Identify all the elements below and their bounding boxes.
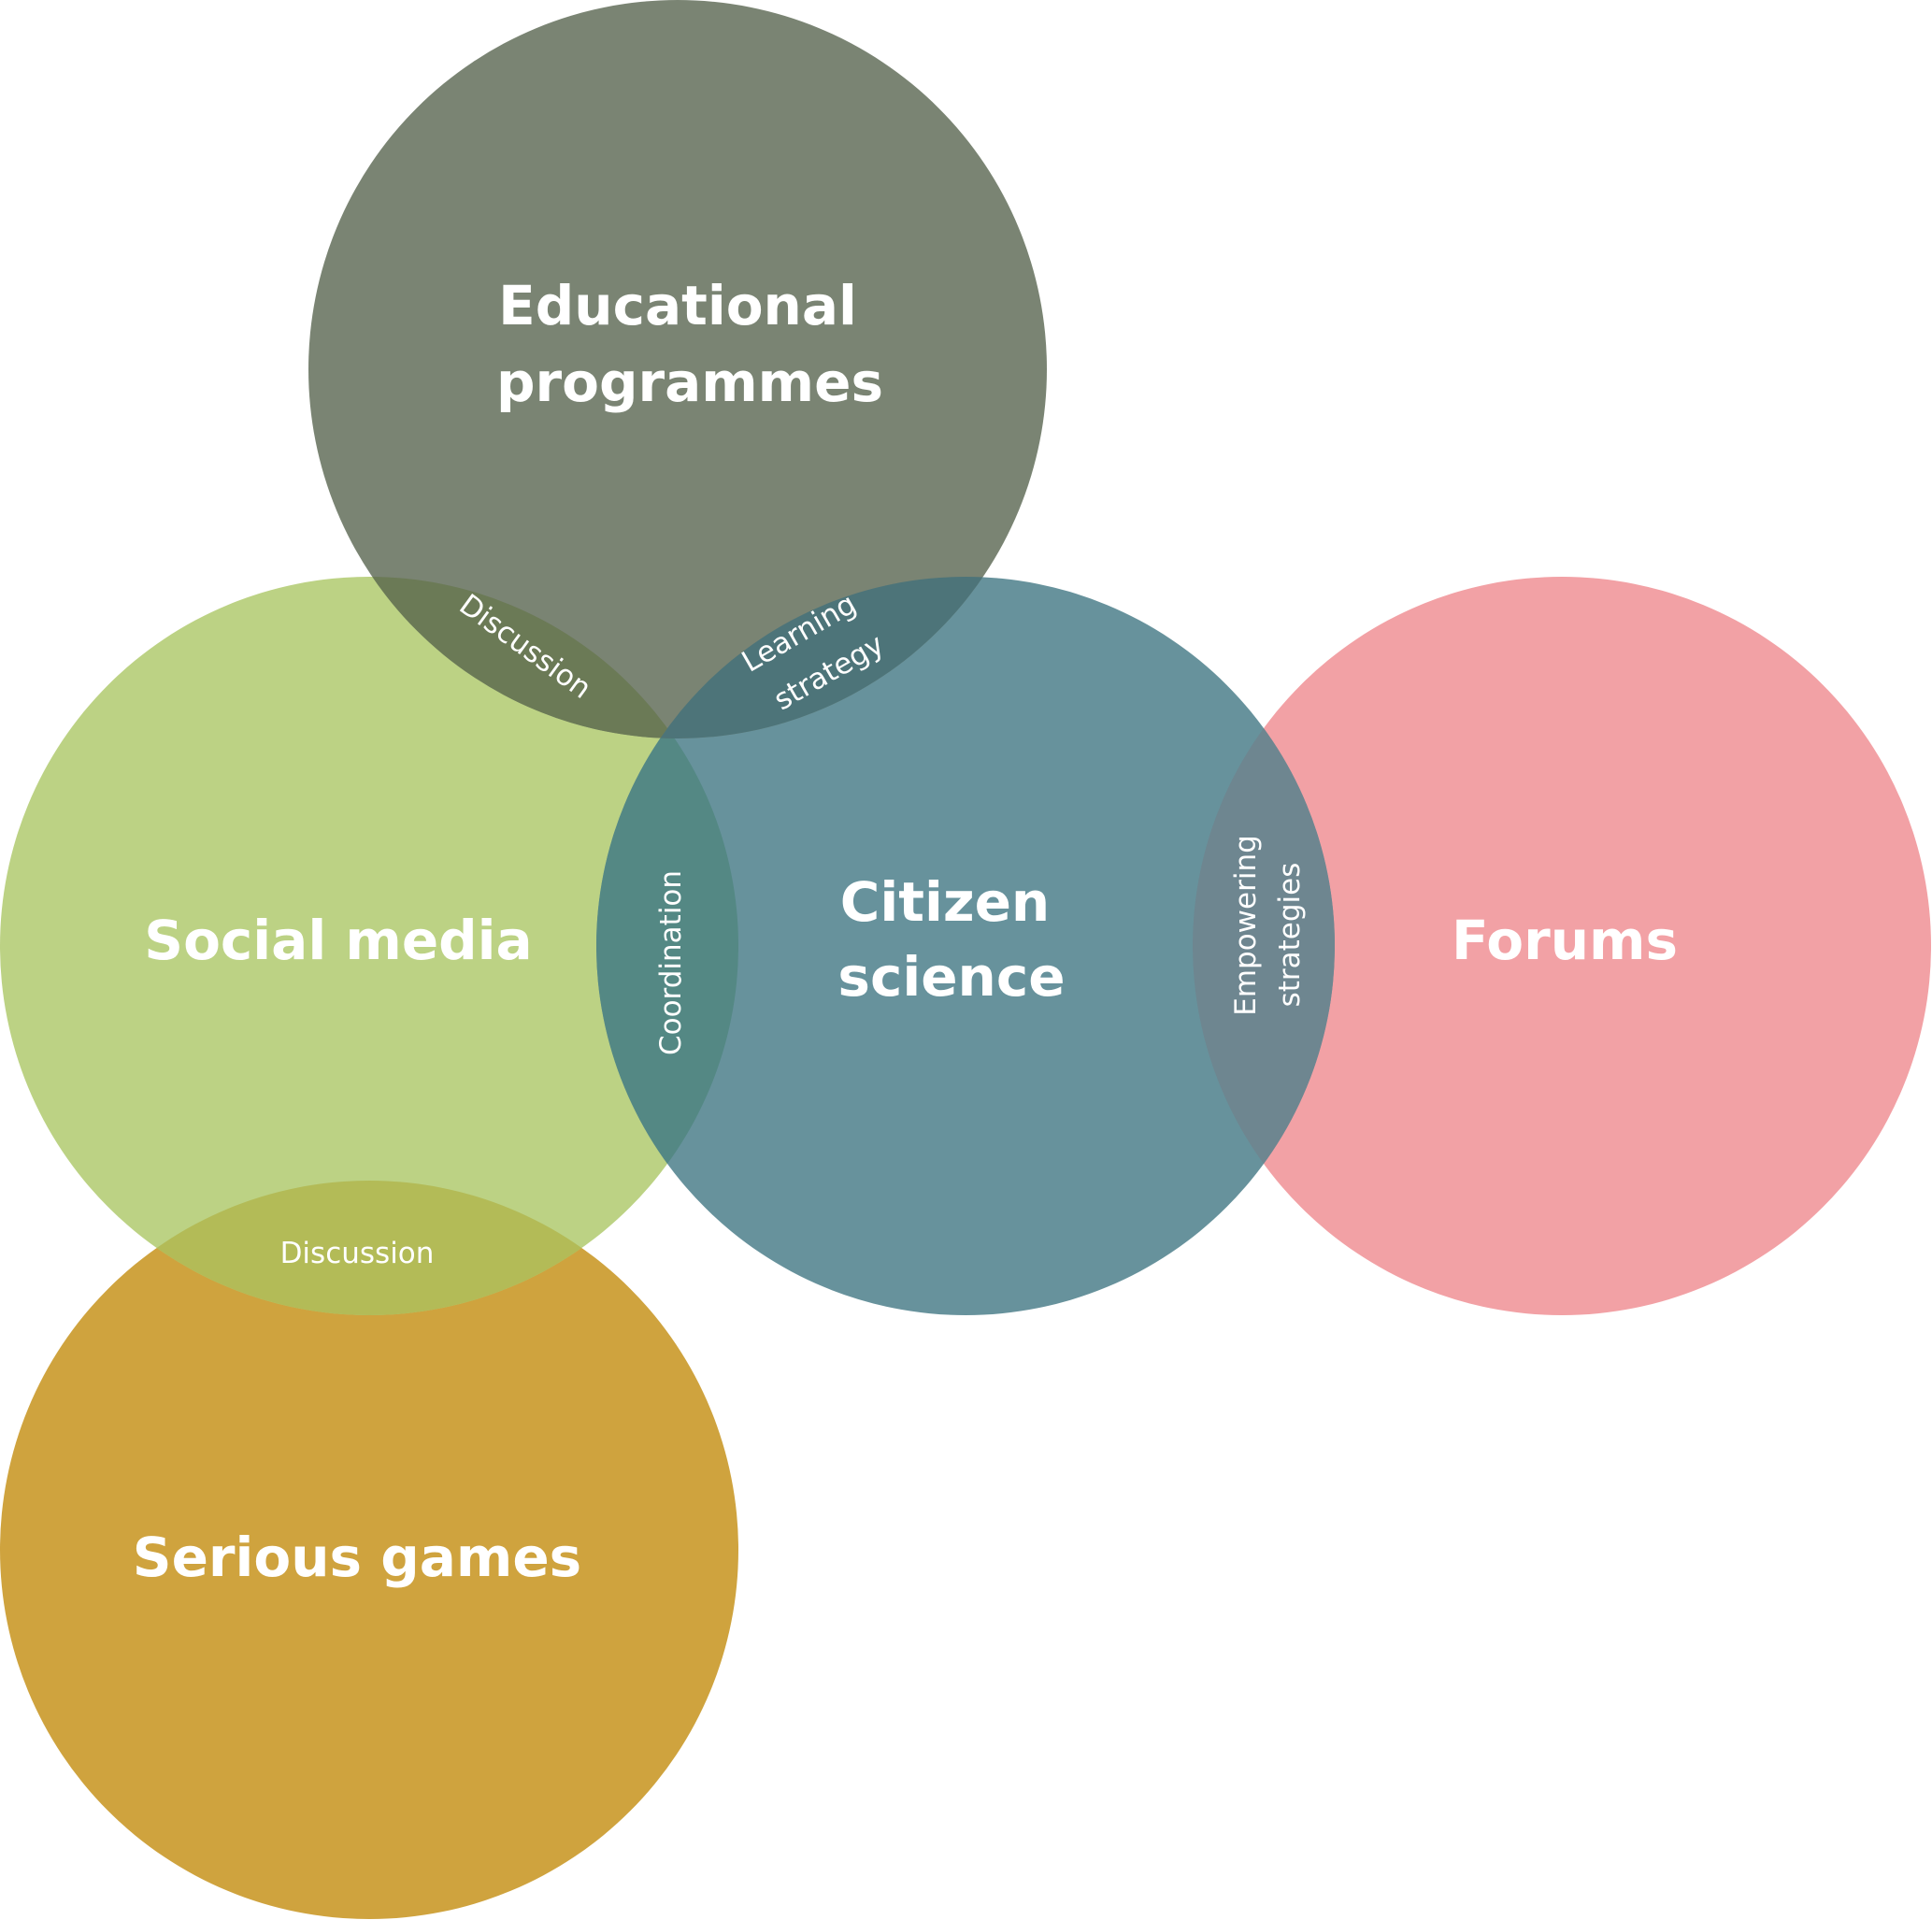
label-educational-line1: Educational bbox=[498, 274, 857, 337]
label-empowering: Empowering bbox=[1229, 835, 1263, 1016]
label-discussion-social-serious: Discussion bbox=[280, 1237, 435, 1270]
circle-educational-programmes bbox=[308, 0, 1047, 738]
circle-serious-games bbox=[0, 1181, 738, 1919]
label-social-media: Social media bbox=[144, 909, 532, 972]
label-citizen-line2: science bbox=[837, 945, 1065, 1009]
circle-forums bbox=[1193, 577, 1931, 1315]
label-forums: Forums bbox=[1452, 909, 1678, 972]
circle-social-media bbox=[0, 577, 738, 1315]
label-serious-games: Serious games bbox=[133, 1526, 581, 1589]
label-educational-line2: programmes bbox=[496, 351, 883, 414]
label-citizen-line1: Citizen bbox=[840, 870, 1050, 934]
circle-citizen-science bbox=[596, 577, 1335, 1315]
label-strategies: strategies bbox=[1273, 863, 1307, 1008]
label-coordination: Coordination bbox=[654, 870, 688, 1055]
